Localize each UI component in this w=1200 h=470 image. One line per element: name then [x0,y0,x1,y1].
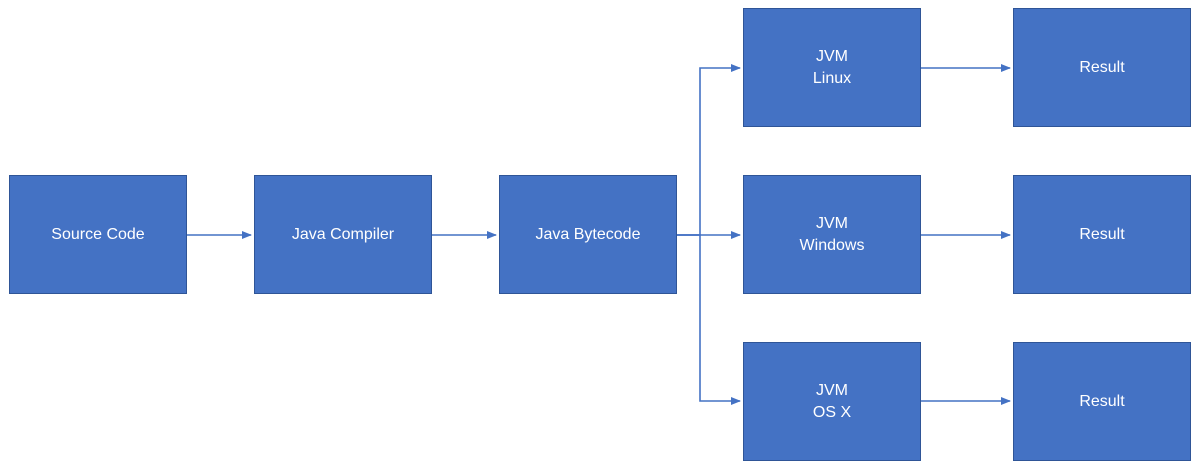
node-jvm-osx-line2: OS X [812,403,852,421]
node-result-windows: Result [1013,175,1191,294]
node-result-windows-label: Result [1079,225,1125,243]
node-result-osx: Result [1013,342,1191,461]
node-jvm-linux-line2: Linux [812,69,852,87]
edge-bytecode-to-jvm-linux [677,64,741,236]
edge-bytecode-to-jvm-osx [677,234,741,405]
node-jvm-linux-line1: JVM [816,47,848,65]
node-jvm-windows: JVM Windows [743,175,921,294]
node-java-compiler: Java Compiler [254,175,432,294]
node-jvm-windows-line2: Windows [799,236,865,254]
node-jvm-windows-line1: JVM [816,214,848,232]
node-result-linux-label: Result [1079,58,1125,76]
node-jvm-linux: JVM Linux [743,8,921,127]
node-java-compiler-label: Java Compiler [291,225,395,243]
node-result-osx-label: Result [1079,392,1125,410]
node-source-code-label: Source Code [51,225,145,243]
node-java-bytecode-label: Java Bytecode [535,225,641,243]
node-jvm-osx: JVM OS X [743,342,921,461]
node-java-bytecode: Java Bytecode [499,175,677,294]
node-result-linux: Result [1013,8,1191,127]
node-source-code: Source Code [9,175,187,294]
node-jvm-osx-line1: JVM [816,381,848,399]
